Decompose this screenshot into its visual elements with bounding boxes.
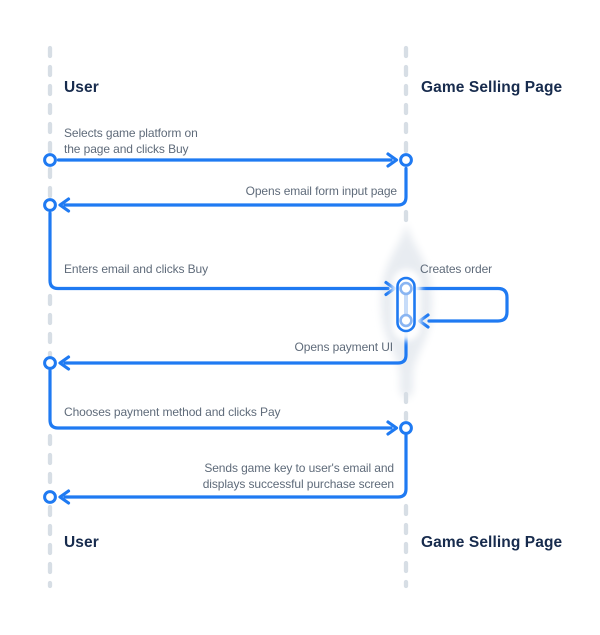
message-arrow-6 xyxy=(48,368,399,436)
message-path xyxy=(63,166,408,207)
message-endpoint-circle xyxy=(399,421,413,435)
message-endpoint-circle xyxy=(43,490,57,504)
actor-label-user-bottom: User xyxy=(64,534,99,551)
message-arrow-1 xyxy=(56,152,399,168)
actor-label-page-top: Game Selling Page xyxy=(421,79,563,96)
message-label-4: Creates order xyxy=(420,262,493,276)
message-label-5: Opens payment UI xyxy=(294,340,394,354)
message-arrowhead xyxy=(58,197,71,213)
activation-box xyxy=(392,269,421,341)
message-arrow-5 xyxy=(58,328,408,371)
message-arrowhead xyxy=(386,152,399,168)
message-endpoint-circle xyxy=(399,153,413,167)
message-arrow-3 xyxy=(48,211,397,297)
actor-label-page-bottom: Game Selling Page xyxy=(421,534,563,551)
message-label-line: Selects game platform on xyxy=(64,126,198,140)
message-path xyxy=(415,286,509,323)
message-label-line: the page and clicks Buy xyxy=(64,141,189,156)
message-endpoint-circle xyxy=(43,198,57,212)
message-endpoint-circle xyxy=(43,153,57,167)
message-arrow-7 xyxy=(58,433,408,505)
message-path xyxy=(48,211,390,291)
message-path xyxy=(63,328,408,365)
message-arrowhead xyxy=(58,489,71,505)
message-label-line: Sends game key to user's email and xyxy=(204,461,394,475)
message-arrowhead xyxy=(58,355,71,371)
message-label-1: Selects game platform on the page and cl… xyxy=(64,126,198,157)
actor-label-user-top: User xyxy=(64,79,99,96)
message-label-7: Sends game key to user's email and displ… xyxy=(144,461,394,492)
message-label-2: Opens email form input page xyxy=(245,184,397,198)
message-arrowhead xyxy=(386,420,399,436)
message-label-line: displays successful purchase screen xyxy=(202,476,394,491)
message-path xyxy=(63,433,408,499)
activation-port-bottom xyxy=(399,313,413,328)
message-path xyxy=(48,368,393,430)
message-endpoint-circle xyxy=(43,356,57,370)
message-arrow-2 xyxy=(58,166,408,213)
message-label-3: Enters email and clicks Buy xyxy=(64,262,209,276)
message-label-6: Chooses payment method and clicks Pay xyxy=(64,405,281,419)
activation-port-top xyxy=(399,281,413,296)
